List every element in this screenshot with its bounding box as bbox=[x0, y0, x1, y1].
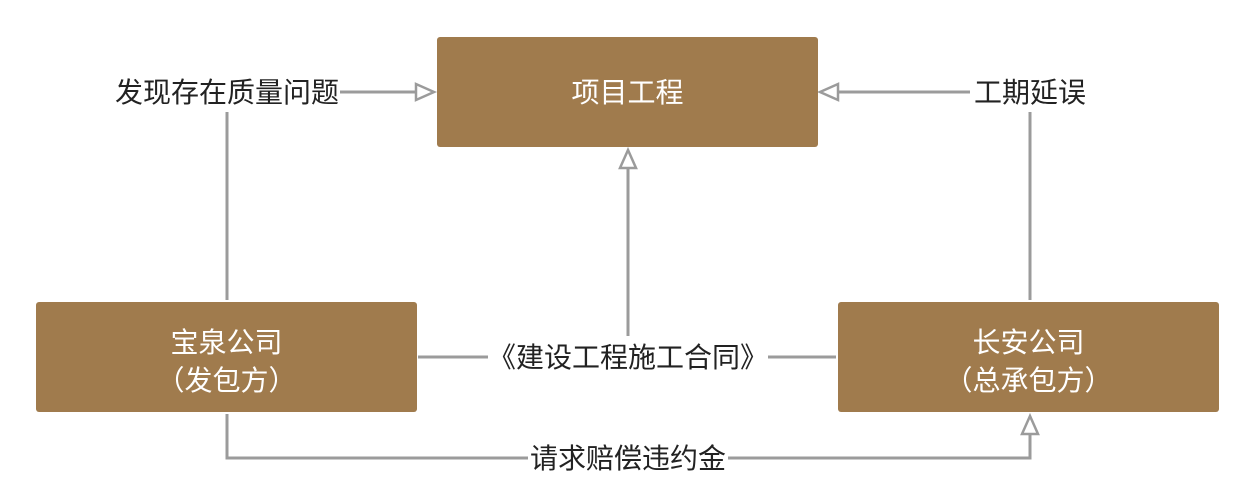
arrowhead-to-project-right bbox=[816, 82, 840, 102]
edge-label-quality: 发现存在质量问题 bbox=[115, 76, 339, 109]
connector-claim-left bbox=[225, 414, 528, 460]
node-changan-name: 长安公司 bbox=[972, 326, 1084, 359]
connector-claim-right bbox=[728, 434, 1032, 460]
node-baoquan: 宝泉公司 （发包方） bbox=[36, 302, 417, 412]
edge-label-delay: 工期延误 bbox=[974, 76, 1086, 109]
node-baoquan-role: （发包方） bbox=[156, 364, 296, 397]
node-changan-role: （总承包方） bbox=[944, 364, 1112, 397]
edge-label-contract: 《建设工程施工合同》 bbox=[488, 341, 768, 374]
arrowhead-to-project-left bbox=[414, 82, 438, 102]
node-baoquan-name: 宝泉公司 bbox=[170, 326, 282, 359]
node-project-label: 项目工程 bbox=[571, 76, 683, 109]
arrowhead-to-changan bbox=[1020, 412, 1040, 436]
node-changan: 长安公司 （总承包方） bbox=[838, 302, 1219, 412]
edge-label-claim: 请求赔偿违约金 bbox=[530, 442, 726, 475]
node-project: 项目工程 bbox=[437, 37, 818, 147]
arrowhead-to-project-bottom bbox=[618, 146, 638, 170]
